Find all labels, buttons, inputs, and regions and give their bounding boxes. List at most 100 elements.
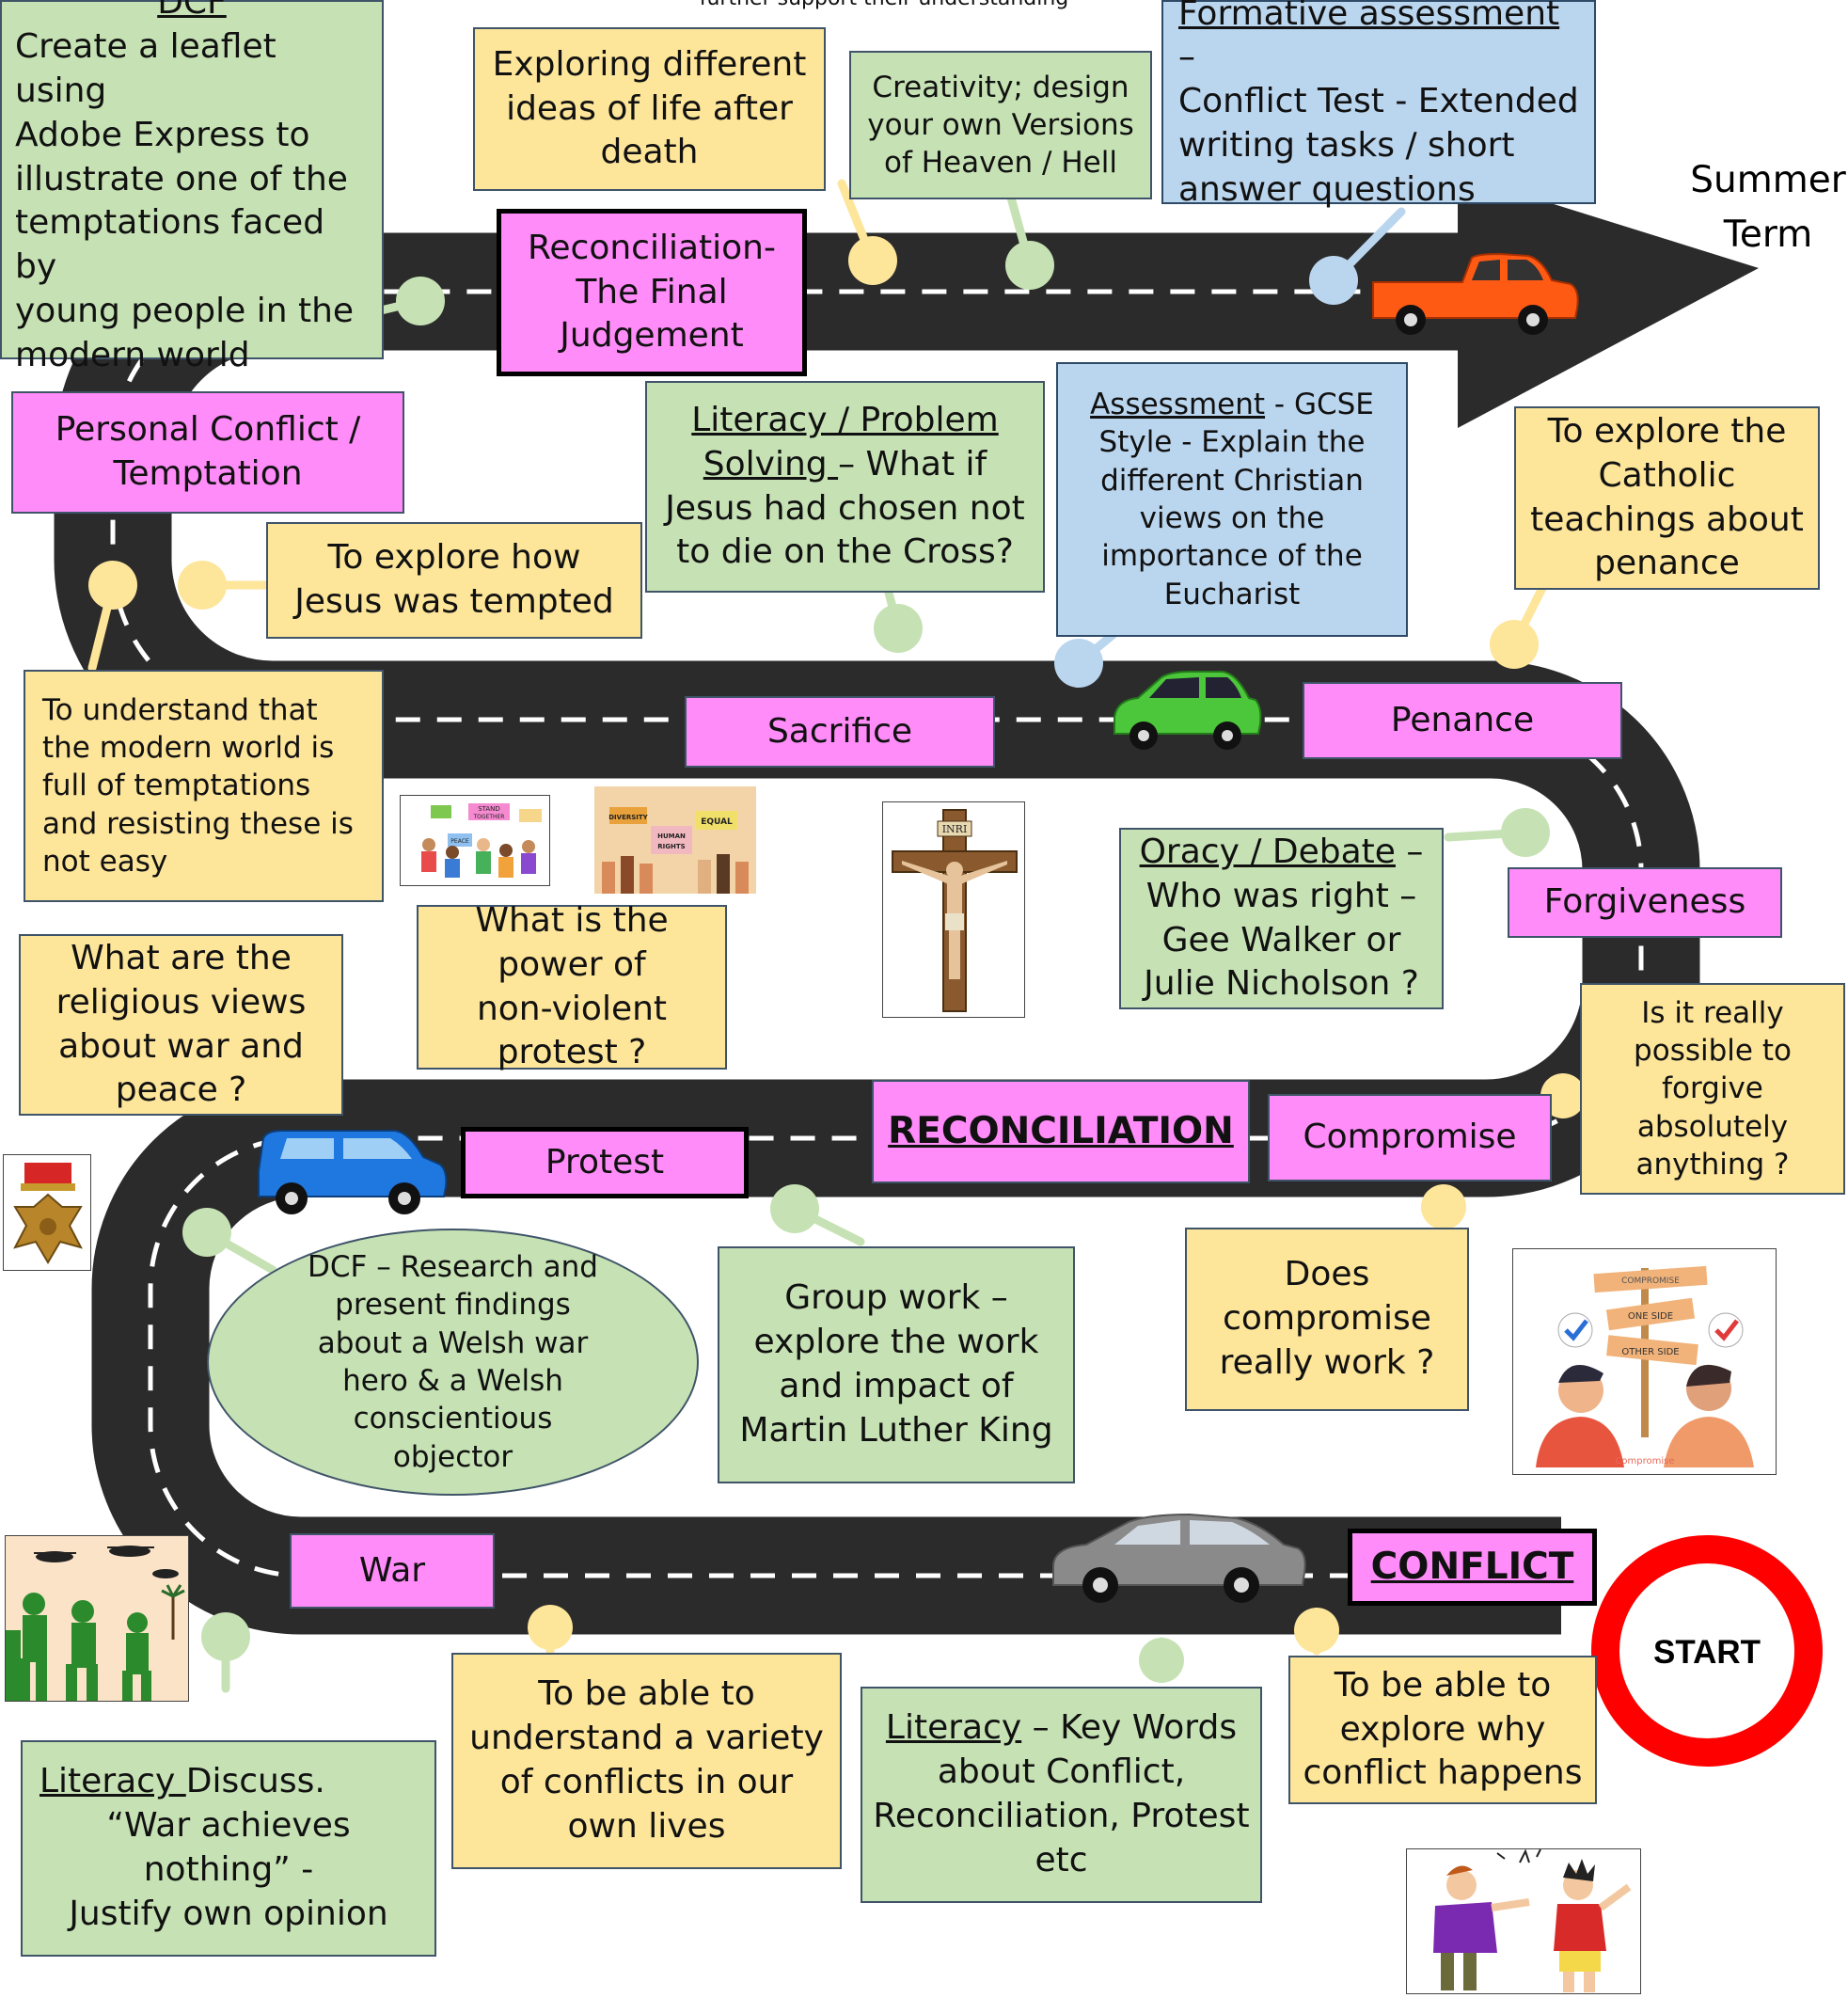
formative-assessment-box: Formative assessment – Conflict Test - E… [1161,0,1596,209]
modern-temptations-line-3: full of temptations [42,769,311,803]
why-conflict-line-1: To be able to [1334,1665,1552,1705]
creativity-box: Creativity; design your own Versions of … [849,51,1152,199]
catholic-penance-line-1: To explore the [1547,411,1787,451]
catholic-penance-line-4: penance [1594,544,1740,583]
pickup-truck-icon [1372,252,1579,335]
formative-heading-suffix: – [1178,38,1195,77]
group-work-line-4: Martin Luther King [739,1410,1053,1450]
why-conflict-line-3: conflict happens [1303,1753,1583,1793]
creativity-line-1: Creativity; design [872,70,1129,104]
non-violent-protest-box: What is the power of non-violent protest… [417,901,727,1071]
compromise-sign-top: COMPROMISE [1621,1276,1680,1286]
oracy-heading: Oracy / Debate [1139,832,1396,871]
does-compromise-line-3: really work ? [1219,1342,1435,1382]
summer-term-label-line-1: Summer [1690,159,1846,201]
road-label-final-judgement: Reconciliation- The Final Judgement [497,209,807,376]
religious-views-line-2: religious views [55,982,307,1022]
modern-temptations-line-1: To understand that [42,692,318,727]
why-conflict-box: To be able to explore why conflict happe… [1288,1656,1597,1804]
dcf-leaflet-line-6: modern world [15,335,250,374]
key-words-line-1: about Conflict, [937,1752,1186,1792]
protest-sign-human: HUMAN [657,832,686,840]
key-words-box: Literacy – Key Words about Conflict, Rec… [861,1687,1262,1903]
dcf-leaflet-box: DCF Create a leaflet using Adobe Express… [0,0,384,374]
dcf-leaflet-line-1: Create a leaflet using [15,27,276,111]
protest-label: Protest [545,1142,665,1181]
forgive-anything-line-5: anything ? [1635,1147,1790,1181]
variety-conflicts-box: To be able to understand a variety of co… [451,1653,842,1869]
other-side-sign: OTHER SIDE [1621,1347,1679,1357]
dcf-leaflet-line-4: temptations faced by [15,203,325,287]
conflict-heading: CONFLICT [1370,1545,1574,1588]
does-compromise-line-1: Does [1284,1255,1370,1294]
blue-car-icon [258,1130,448,1214]
protest-sign-equal: EQUAL [701,817,733,827]
compromise-label: Compromise [1303,1118,1517,1157]
why-conflict-line-2: explore why [1339,1709,1546,1749]
road-label-penance: Penance [1303,682,1622,759]
reconciliation-heading: RECONCILIATION [888,1109,1234,1152]
soldiers-silhouette-image [5,1535,189,1702]
literacy-war-box: Literacy Discuss. “War achieves nothing”… [21,1740,436,1957]
modern-temptations-line-5: not easy [42,844,168,879]
dcf-welsh-line-5: conscientious [353,1402,553,1436]
dcf-leaflet-line-3: illustrate one of the [15,159,348,198]
forgive-anything-line-2: possible to [1634,1034,1792,1069]
literacy-problem-heading-1: Literacy / Problem [691,400,999,439]
protest-sign-2: TOGETHER [473,814,505,820]
personal-conflict-line-2: Temptation [113,454,303,493]
crucifix-image: INRI [882,801,1025,1018]
does-compromise-box: Does compromise really work ? [1185,1228,1469,1411]
life-after-death-box: Exploring different ideas of life after … [473,27,826,191]
literacy-problem-heading-suffix: – What if [838,444,987,484]
summer-term-label-line-2: Term [1723,214,1813,256]
compromise-image: COMPROMISE ONE SIDE OTHER SIDE Compromis… [1512,1248,1777,1475]
formative-line-3: answer questions [1178,169,1476,209]
forgive-anything-box: Is it really possible to forgive absolut… [1580,983,1845,1195]
compromise-caption: Compromise [1615,1456,1674,1467]
protest-sign-3: PEACE [450,838,469,845]
formative-line-1: Conflict Test - Extended [1178,82,1579,121]
group-work-line-3: and impact of [779,1367,1014,1405]
road-label-war: War [290,1533,495,1609]
start-label: START [1653,1634,1761,1671]
personal-conflict-line-1: Personal Conflict / [55,410,361,450]
non-violent-line-3: non-violent [476,989,668,1028]
grey-car-icon [1052,1513,1306,1603]
assessment-gcse-line-3: views on the [1139,501,1325,535]
road-arrow-head [1458,174,1759,428]
does-compromise-line-2: compromise [1223,1299,1431,1339]
war-label: War [358,1550,426,1590]
variety-conflicts-line-2: understand a variety [469,1719,824,1758]
variety-conflicts-line-1: To be able to [538,1674,755,1714]
modern-temptations-box: To understand that the modern world is f… [24,670,384,902]
road-label-protest: Protest [461,1127,749,1198]
formative-heading: Formative assessment [1178,0,1560,33]
group-work-line-1: Group work – [784,1278,1008,1318]
catholic-penance-line-3: teachings about [1530,500,1804,539]
life-after-death-line-1: Exploring different [492,44,807,84]
key-words-line-2: Reconciliation, Protest [873,1797,1250,1835]
war-medal-image [3,1154,91,1271]
oracy-line-3: Julie Nicholson ? [1144,964,1419,1004]
key-words-heading: Literacy [885,1708,1022,1748]
catholic-penance-box: To explore the Catholic teachings about … [1514,406,1820,590]
non-violent-line-1: What is the [475,900,669,940]
key-words-line-3: etc [1035,1840,1088,1879]
assessment-gcse-line-4: importance of the [1101,539,1363,574]
modern-temptations-line-4: and resisting these is [42,806,354,841]
literacy-problem-line-1: Jesus had chosen not [665,488,1025,528]
literacy-war-line-1: “War achieves [106,1806,351,1846]
road-label-compromise: Compromise [1268,1094,1552,1181]
dcf-leaflet-line-5: young people in the [15,292,355,330]
assessment-gcse-heading: Assessment [1090,388,1266,422]
dcf-leaflet-line-2: Adobe Express to [15,115,310,154]
forgive-anything-line-1: Is it really [1641,995,1784,1030]
inri-sign: INRI [942,823,968,835]
creativity-line-3: of Heaven / Hell [884,146,1117,181]
sacrifice-label: Sacrifice [766,711,913,751]
jesus-tempted-line-2: Jesus was tempted [294,582,614,621]
non-violent-line-2: power of [498,944,646,984]
religious-views-line-1: What are the [71,938,292,977]
final-judgement-line-2: The Final [576,272,728,311]
